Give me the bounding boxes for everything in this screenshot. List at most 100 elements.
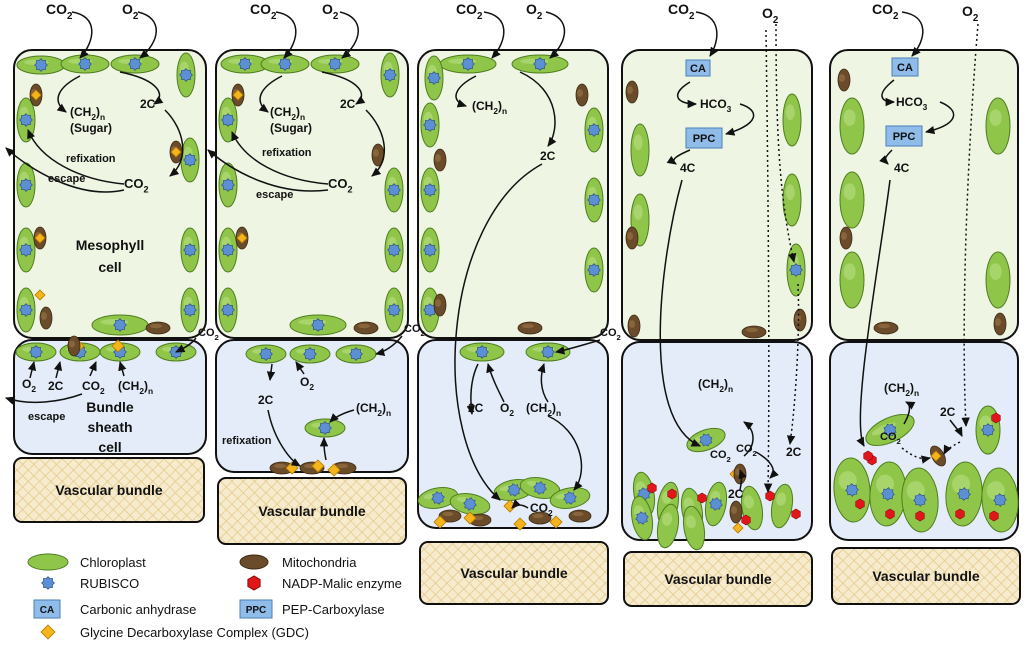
mitochondria-highlight xyxy=(878,323,890,329)
cell-label: cell xyxy=(98,259,121,275)
vascular-bundle-label: Vascular bundle xyxy=(55,482,163,498)
gdc-icon xyxy=(236,232,248,244)
escape-arrow xyxy=(207,149,329,192)
co2-in-arrow xyxy=(695,11,719,57)
o2-in-arrow xyxy=(339,11,359,59)
chloroplast xyxy=(245,344,287,364)
vascular-bundle xyxy=(217,477,407,545)
mitochondria-icon xyxy=(873,321,899,335)
mitochondria-icon xyxy=(433,293,447,317)
chloroplast-highlight xyxy=(785,104,795,120)
flow-arrow xyxy=(724,103,755,136)
chloroplast xyxy=(15,342,57,362)
four-c-to-bs-arrow xyxy=(856,179,891,447)
bundle-label: Bundle xyxy=(86,399,134,415)
mitochondria-icon xyxy=(625,80,639,104)
rubisco-icon xyxy=(128,57,142,71)
escape-label: escape xyxy=(28,411,65,423)
mitochondria-icon xyxy=(993,312,1007,336)
mitochondria-highlight xyxy=(629,320,635,328)
legend-ca-icon xyxy=(33,599,61,619)
rubisco-icon xyxy=(113,318,127,332)
gdc-icon xyxy=(732,522,744,534)
mitochondria-highlight xyxy=(995,318,1001,326)
refixation-label: refixation xyxy=(66,153,116,165)
flow-arrow xyxy=(486,362,505,403)
mitochondria-highlight xyxy=(572,511,584,517)
flow-arrow xyxy=(374,335,403,357)
nadp-malic-enzyme-icon xyxy=(991,412,1001,424)
co2-label: CO2 xyxy=(530,501,553,518)
chloroplast xyxy=(91,314,149,336)
chloroplast xyxy=(782,93,802,147)
mitochondria-body xyxy=(145,321,171,335)
chloroplast xyxy=(901,467,939,533)
chloroplast-body xyxy=(839,171,865,229)
rubisco-icon xyxy=(587,263,601,277)
chloroplast xyxy=(584,247,604,293)
flow-arrow xyxy=(519,71,557,147)
mitochondria-highlight xyxy=(373,149,379,157)
flow-arrow xyxy=(455,75,477,108)
vascular-bundle xyxy=(419,541,609,605)
four-c-to-bs-arrow xyxy=(659,179,701,447)
mitochondria-highlight xyxy=(150,323,162,329)
legend-nadp-icon xyxy=(247,575,261,591)
flow-arrow xyxy=(295,361,305,375)
gdc-icon xyxy=(111,339,125,353)
two-c-label: 2C xyxy=(340,97,356,111)
chloroplast xyxy=(220,54,270,74)
chloroplast-body xyxy=(839,97,865,155)
rubisco-icon xyxy=(789,263,803,277)
mitochondria-body xyxy=(353,321,379,335)
chloroplast xyxy=(584,177,604,223)
o2-in-arrow xyxy=(137,11,157,59)
chloroplast-highlight xyxy=(633,134,643,150)
rubisco-icon xyxy=(259,347,273,361)
mitochondria-highlight xyxy=(69,340,75,348)
refixation-label: refixation xyxy=(262,147,312,159)
flow-arrow xyxy=(903,401,916,425)
mitochondria-icon xyxy=(575,83,589,107)
four-c-label: 4C xyxy=(680,161,696,175)
flow-arrow xyxy=(365,109,386,177)
escape-label: escape xyxy=(48,173,85,185)
mitochondria-highlight xyxy=(627,232,633,240)
rubisco-icon xyxy=(221,178,235,192)
refixation-arrow xyxy=(27,129,125,185)
co2-label: CO2 xyxy=(710,449,731,464)
nadp-malic-enzyme-icon xyxy=(955,508,965,520)
mitochondria-highlight xyxy=(532,513,544,519)
mitochondria-icon xyxy=(269,461,295,475)
co2-label: CO2 xyxy=(328,176,353,195)
o2-top-label: O2 xyxy=(962,3,979,24)
chloroplast xyxy=(110,54,160,74)
rubisco-icon xyxy=(383,68,397,82)
legend-mitochondria-label: Mitochondria xyxy=(282,555,357,570)
gdc-icon xyxy=(930,450,942,462)
gdc-icon xyxy=(327,463,341,477)
mitochondria-highlight xyxy=(274,463,286,469)
flow-arrow xyxy=(879,149,893,165)
rubisco-icon xyxy=(221,243,235,257)
gdc-icon xyxy=(433,515,447,529)
ch2n-label: (CH2)n xyxy=(270,105,305,122)
ppc-box xyxy=(885,125,923,147)
chloroplast xyxy=(449,493,491,515)
flow-arrow xyxy=(949,419,963,437)
rubisco-icon xyxy=(19,303,33,317)
chloroplast-highlight xyxy=(843,109,856,126)
two-c-label: 2C xyxy=(728,487,744,501)
flow-arrow xyxy=(738,469,747,491)
o2-label: O2 xyxy=(22,377,36,394)
sugar-label: (Sugar) xyxy=(270,121,312,135)
bundle-sheath-cell-3 xyxy=(417,339,609,529)
chloroplast xyxy=(16,287,36,333)
gdc-icon xyxy=(34,289,46,301)
rubisco-icon xyxy=(423,118,437,132)
co2-top-label: CO2 xyxy=(668,1,695,22)
two-c-to-bs-arrow xyxy=(454,163,543,501)
mitochondria-highlight xyxy=(841,232,847,240)
co2-label: CO2 xyxy=(880,431,901,446)
